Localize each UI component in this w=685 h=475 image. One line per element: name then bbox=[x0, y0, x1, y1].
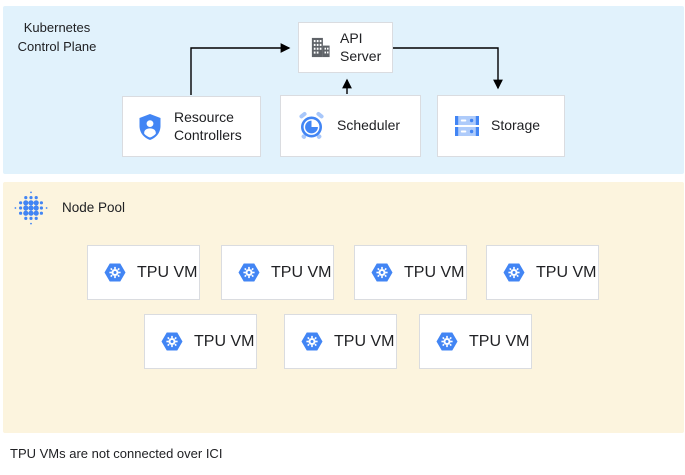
tpu-vm-label: TPU VM bbox=[137, 263, 198, 281]
control-plane-title: Kubernetes Control Plane bbox=[17, 20, 97, 54]
compute-hexagon-gear-icon bbox=[503, 263, 525, 282]
compute-hexagon-gear-icon bbox=[371, 263, 393, 282]
tpu-vm-label: TPU VM bbox=[271, 263, 332, 281]
tpu-vm-label: TPU VM bbox=[469, 332, 530, 350]
tpu-vm-label: TPU VM bbox=[334, 332, 395, 350]
building-icon bbox=[311, 37, 330, 58]
tpu-vm-label: TPU VM bbox=[536, 263, 597, 281]
shield-user-icon bbox=[139, 113, 161, 140]
compute-hexagon-gear-icon bbox=[104, 263, 126, 282]
node-label: Storage bbox=[491, 117, 541, 134]
node-label: Scheduler bbox=[337, 117, 401, 134]
tpu-vm-box: TPU VM bbox=[419, 314, 532, 369]
node-pool-region bbox=[3, 182, 684, 433]
node-storage: Storage bbox=[437, 95, 565, 157]
alarm-clock-icon bbox=[299, 111, 324, 139]
node-scheduler: Scheduler bbox=[280, 95, 421, 157]
tpu-vm-box: TPU VM bbox=[221, 245, 334, 300]
compute-hexagon-gear-icon bbox=[161, 332, 183, 351]
tpu-vm-box: TPU VM bbox=[87, 245, 200, 300]
tpu-vm-box: TPU VM bbox=[284, 314, 397, 369]
node-label: API Server bbox=[340, 30, 382, 64]
tpu-vm-box: TPU VM bbox=[144, 314, 257, 369]
tpu-vm-box: TPU VM bbox=[486, 245, 599, 300]
compute-hexagon-gear-icon bbox=[238, 263, 260, 282]
node-api-server: API Server bbox=[298, 22, 393, 73]
compute-hexagon-gear-icon bbox=[301, 332, 323, 351]
tpu-vm-label: TPU VM bbox=[194, 332, 255, 350]
tpu-vm-box: TPU VM bbox=[354, 245, 467, 300]
node-pool-title: Node Pool bbox=[62, 200, 126, 215]
diagram-caption: TPU VMs are not connected over ICI bbox=[10, 446, 223, 461]
storage-disks-icon bbox=[455, 116, 479, 136]
tpu-vm-label: TPU VM bbox=[404, 263, 465, 281]
compute-hexagon-gear-icon bbox=[436, 332, 458, 351]
node-label: Resource Controllers bbox=[174, 109, 242, 143]
node-resource-controllers: Resource Controllers bbox=[122, 96, 261, 157]
dot-grid-icon bbox=[14, 191, 48, 225]
